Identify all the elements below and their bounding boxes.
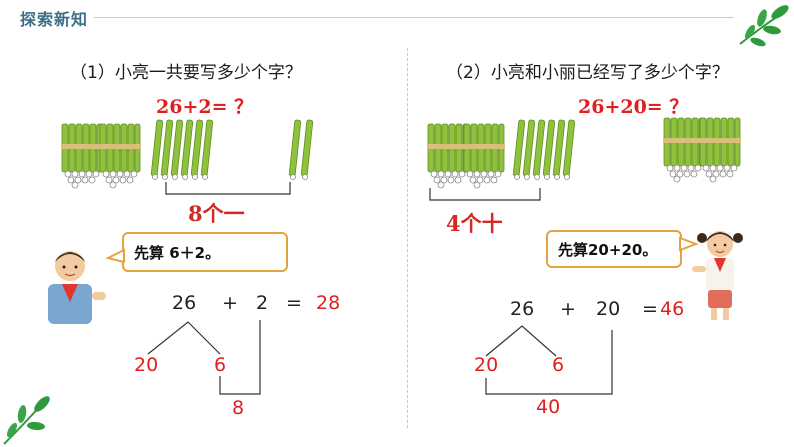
right-calc-result: 46 <box>660 298 685 320</box>
stick-bundle-icon <box>99 123 141 189</box>
right-split-ones: 6 <box>552 354 565 376</box>
right-calc-b: 20 <box>596 298 621 320</box>
right-partial-sum: 40 <box>536 396 561 418</box>
right-calc-eq: = <box>642 298 658 320</box>
left-calc-result: 28 <box>316 292 341 314</box>
right-split-lines <box>485 325 613 395</box>
left-calc-b: 2 <box>256 292 269 314</box>
right-question: （2）小亮和小丽已经写了多少个字？ <box>446 63 729 83</box>
right-hint-bubble: 先算20+20。 <box>546 230 682 268</box>
stick-bundle-icon <box>463 123 505 189</box>
panel-divider <box>407 48 408 428</box>
right-equation: 26+20= ？ <box>578 96 689 118</box>
left-partial-sum: 8 <box>232 397 245 419</box>
left-hint-text: 先算 6＋2。 <box>134 243 221 262</box>
page-title: 探索新知 <box>20 10 89 29</box>
left-calc-a: 26 <box>172 292 197 314</box>
leaf-decoration-icon <box>3 396 50 445</box>
right-calc-op: + <box>560 298 576 320</box>
left-split-tens: 20 <box>134 354 159 376</box>
ones-bracket <box>165 182 291 195</box>
right-split-tens: 20 <box>474 354 499 376</box>
stick-bundle-icon <box>699 117 741 183</box>
single-stick-icon <box>150 119 214 180</box>
left-calc-eq: = <box>286 292 302 314</box>
right-tens-label: 4个十 <box>446 211 503 236</box>
left-question: （1）小亮一共要写多少个字？ <box>70 63 302 83</box>
header-rule <box>94 17 734 18</box>
left-hint-bubble: 先算 6＋2。 <box>122 232 288 272</box>
girl-figure-icon <box>692 231 743 320</box>
left-split-ones: 6 <box>214 354 227 376</box>
single-stick-icon <box>288 119 314 180</box>
leaf-decoration-icon <box>739 5 789 47</box>
boy-figure-icon <box>48 251 106 324</box>
bubble-tail <box>679 236 699 252</box>
single-stick-icon <box>512 119 576 180</box>
right-hint-text: 先算20+20。 <box>558 240 658 259</box>
left-split-lines <box>147 320 261 395</box>
right-calc-a: 26 <box>510 298 535 320</box>
bubble-tail <box>105 248 125 264</box>
left-ones-label: 8个一 <box>188 201 245 226</box>
left-calc-op: + <box>222 292 238 314</box>
tens-bracket <box>429 188 541 201</box>
left-equation: 26+2= ？ <box>156 96 254 118</box>
